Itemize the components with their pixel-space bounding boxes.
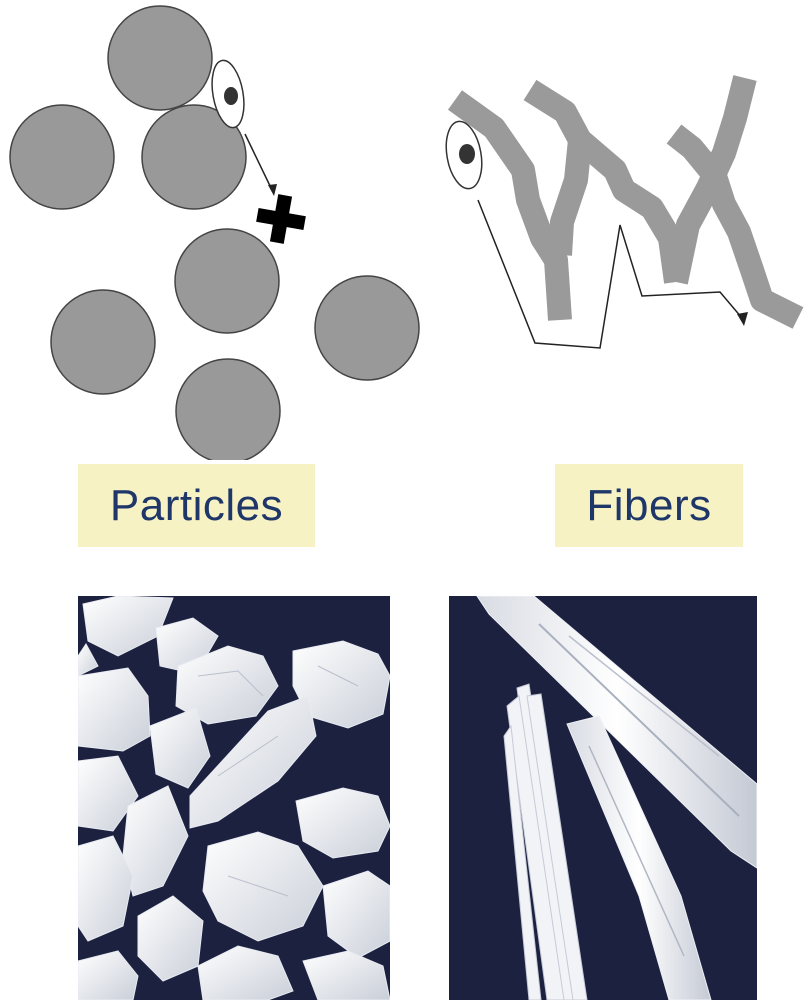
- particle-circle: [176, 359, 280, 460]
- particles-diagram: [10, 6, 419, 460]
- fiber-strand: [580, 140, 676, 282]
- arrow-icon: [478, 200, 748, 348]
- fibers-photo: [449, 596, 757, 1000]
- particle-circle: [10, 105, 114, 209]
- particle-trajectory-arrow-icon: [245, 134, 277, 196]
- particles-photo: [78, 596, 390, 1000]
- particles-label: Particles: [78, 464, 315, 547]
- fibers-label-text: Fibers: [586, 481, 711, 531]
- particle-circle: [51, 290, 155, 394]
- particles-label-text: Particles: [110, 481, 283, 531]
- fibers-label: Fibers: [555, 464, 743, 547]
- fibers-diagram: [441, 78, 798, 348]
- x-mark-icon: [253, 191, 309, 247]
- particle-circle: [108, 6, 212, 110]
- filtration-diagram: [0, 0, 809, 460]
- particle-circle: [175, 229, 279, 333]
- particle-circle: [315, 276, 419, 380]
